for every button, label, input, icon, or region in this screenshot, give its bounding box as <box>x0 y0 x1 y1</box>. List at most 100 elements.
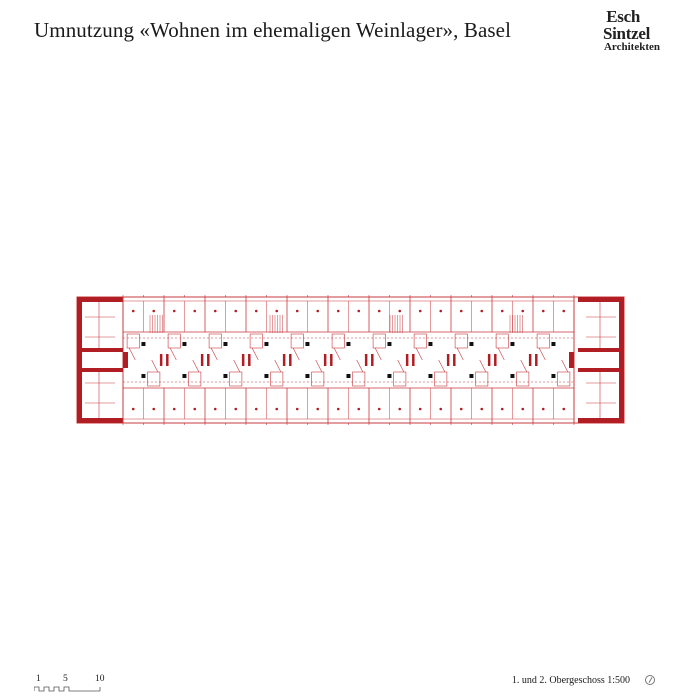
column-dot <box>295 309 299 313</box>
column-dot <box>439 407 443 411</box>
service-wall <box>569 354 573 366</box>
wet-room <box>393 371 407 387</box>
logo-line-2: Sintzel <box>602 24 650 43</box>
column-dot <box>418 407 422 411</box>
scale-bar: 1 5 10 <box>34 674 144 694</box>
wet-room <box>270 371 284 387</box>
column-dot <box>213 407 217 411</box>
north-arrow-icon <box>645 675 655 685</box>
service-wall <box>364 354 368 366</box>
core-column <box>182 374 187 378</box>
core-column <box>510 342 515 346</box>
service-wall <box>125 354 128 366</box>
service-wall <box>446 354 450 366</box>
column-dot <box>521 309 525 313</box>
service-wall <box>241 354 245 366</box>
column-dot <box>275 309 279 313</box>
entry-line <box>438 359 446 373</box>
column-dot <box>254 407 258 411</box>
service-wall <box>528 354 532 366</box>
core-column <box>428 374 433 378</box>
floor-plan-drawing <box>76 295 625 425</box>
core-column <box>387 342 392 346</box>
column-dot <box>254 309 258 313</box>
column-dot <box>377 309 381 313</box>
wet-room <box>495 333 509 349</box>
wet-room <box>331 333 345 349</box>
column-dot <box>172 407 176 411</box>
wet-room <box>167 333 181 349</box>
scale-tick-10: 10 <box>95 674 105 684</box>
core-column <box>141 342 146 346</box>
end-wall-right <box>578 297 624 302</box>
service-wall <box>405 354 409 366</box>
wet-room <box>434 371 448 387</box>
entry-line <box>315 359 323 373</box>
end-wall-right <box>619 297 624 423</box>
entry-line <box>479 359 487 373</box>
column-dot <box>459 407 463 411</box>
entry-line <box>251 347 259 361</box>
column-dot <box>193 407 197 411</box>
wet-room <box>208 333 222 349</box>
end-wall-right <box>578 368 624 372</box>
entry-line <box>233 359 241 373</box>
column-dot <box>316 407 320 411</box>
column-dot <box>398 309 402 313</box>
wet-room <box>413 333 427 349</box>
wet-room <box>372 333 386 349</box>
column-dot <box>131 309 135 313</box>
wet-room <box>126 333 140 349</box>
wet-room <box>536 333 550 349</box>
column-dot <box>234 309 238 313</box>
wet-room <box>229 371 243 387</box>
entry-line <box>497 347 505 361</box>
wet-room <box>454 333 468 349</box>
entry-line <box>415 347 423 361</box>
entry-line <box>292 347 300 361</box>
service-wall <box>323 354 327 366</box>
service-wall <box>412 354 415 366</box>
entry-line <box>192 359 200 373</box>
core-column <box>551 342 556 346</box>
column-dot <box>541 407 545 411</box>
column-dot <box>398 407 402 411</box>
core-column <box>305 342 310 346</box>
service-wall <box>330 354 333 366</box>
core-column <box>469 374 474 378</box>
core-column <box>264 374 269 378</box>
plan-caption: 1. und 2. Obergeschoss 1:500 <box>511 675 630 686</box>
core-column <box>305 374 310 378</box>
core-column <box>141 374 146 378</box>
core-column <box>428 342 433 346</box>
column-dot <box>213 309 217 313</box>
column-dot <box>172 309 176 313</box>
column-dot <box>295 407 299 411</box>
end-wall-right <box>578 418 624 423</box>
building-outline <box>76 296 625 424</box>
page-title: Umnutzung «Wohnen im ehemaligen Weinlage… <box>34 18 512 42</box>
entry-line <box>210 347 218 361</box>
end-wall-left <box>77 348 123 352</box>
column-dot <box>357 407 361 411</box>
entry-line <box>397 359 405 373</box>
entry-line <box>333 347 341 361</box>
column-dot <box>316 309 320 313</box>
entry-line <box>374 347 382 361</box>
scale-tick-1: 1 <box>36 674 41 684</box>
column-dot <box>562 407 566 411</box>
wet-room <box>516 371 530 387</box>
logo-line-1: Esch <box>606 7 640 26</box>
entry-line <box>151 359 159 373</box>
end-wall-right <box>578 348 624 352</box>
entry-line <box>356 359 364 373</box>
end-wall-left <box>77 297 123 302</box>
wet-room <box>249 333 263 349</box>
core-column <box>182 342 187 346</box>
column-dot <box>131 407 135 411</box>
service-wall <box>487 354 491 366</box>
end-wall-left <box>77 368 123 372</box>
logo-line-3: Architekten <box>603 41 660 53</box>
entry-line <box>561 359 569 373</box>
service-wall <box>289 354 292 366</box>
